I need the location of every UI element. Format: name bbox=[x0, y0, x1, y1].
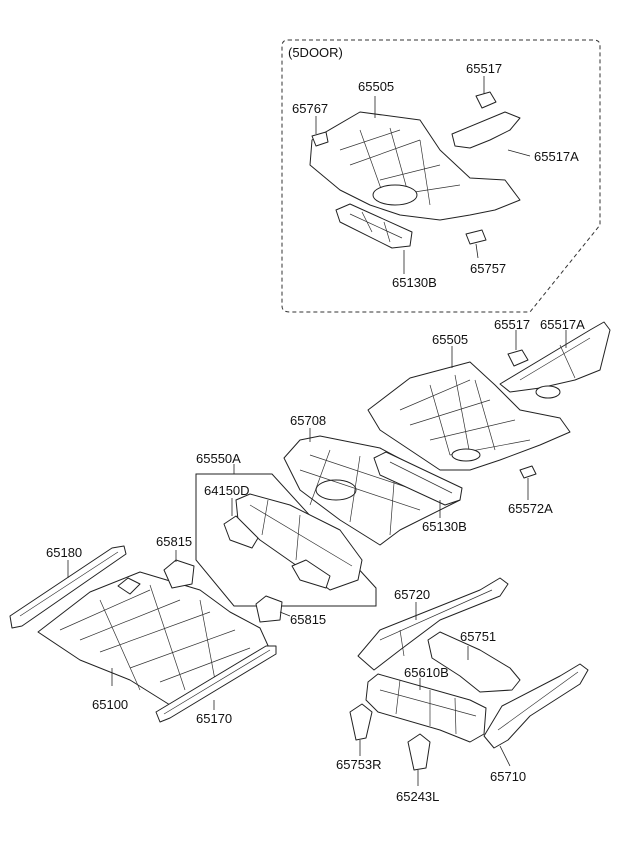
label-65767[interactable]: 65767 bbox=[292, 101, 329, 116]
crossmember-65517A-mid[interactable] bbox=[499, 321, 611, 399]
center-floor-65708[interactable] bbox=[283, 435, 461, 546]
label-65815-b[interactable]: 65815 bbox=[290, 612, 327, 627]
side-sill-65180[interactable] bbox=[9, 545, 127, 629]
label-65753R[interactable]: 65753R bbox=[336, 757, 382, 772]
label-65517A-top[interactable]: 65517A bbox=[534, 149, 579, 164]
label-65505-mid[interactable]: 65505 bbox=[432, 332, 469, 347]
label-65815-a[interactable]: 65815 bbox=[156, 534, 193, 549]
label-65517-mid[interactable]: 65517 bbox=[494, 317, 531, 332]
label-65130B-mid[interactable]: 65130B bbox=[422, 519, 467, 534]
rear-floor-pan-5door[interactable] bbox=[309, 111, 521, 221]
leader-lines bbox=[67, 76, 567, 786]
bracket-65753R[interactable] bbox=[349, 703, 373, 741]
label-65550A[interactable]: 65550A bbox=[196, 451, 241, 466]
label-65710[interactable]: 65710 bbox=[490, 769, 527, 784]
bracket-65751[interactable] bbox=[427, 631, 521, 693]
side-sill-65170[interactable] bbox=[155, 645, 277, 723]
label-65100[interactable]: 65100 bbox=[92, 697, 129, 712]
label-65572A[interactable]: 65572A bbox=[508, 501, 553, 516]
pad-65767[interactable] bbox=[311, 131, 329, 147]
crossmember-65517A-5door[interactable] bbox=[451, 111, 521, 149]
floor-bracket-65517-5door[interactable] bbox=[475, 91, 497, 109]
crossmember-65130B-5door[interactable] bbox=[335, 203, 413, 249]
label-65170[interactable]: 65170 bbox=[196, 711, 233, 726]
label-65720[interactable]: 65720 bbox=[394, 587, 431, 602]
label-65517A-mid[interactable]: 65517A bbox=[540, 317, 585, 332]
front-floor-pan-65100[interactable] bbox=[37, 571, 271, 706]
label-65517-top[interactable]: 65517 bbox=[466, 61, 503, 76]
bracket-65517-mid[interactable] bbox=[507, 349, 529, 367]
side-member-65720[interactable] bbox=[357, 577, 509, 671]
side-member-65710[interactable] bbox=[483, 663, 589, 749]
label-65180[interactable]: 65180 bbox=[46, 545, 83, 560]
rear-floor-pan-65505[interactable] bbox=[367, 361, 571, 471]
bracket-right-64150D[interactable] bbox=[291, 559, 331, 589]
five-door-group-box bbox=[281, 39, 601, 313]
label-65243L[interactable]: 65243L bbox=[396, 789, 440, 804]
five-door-group-title: (5DOOR) bbox=[288, 45, 343, 60]
assembly-frame-65550A bbox=[195, 473, 377, 607]
label-65610B[interactable]: 65610B bbox=[404, 665, 449, 680]
crossmember-65130B-mid[interactable] bbox=[373, 451, 463, 506]
bracket-65815-a[interactable] bbox=[163, 559, 195, 589]
label-64150D[interactable]: 64150D bbox=[204, 483, 250, 498]
bracket-65243L[interactable] bbox=[407, 733, 431, 771]
bracket-left-64150D[interactable] bbox=[223, 515, 259, 549]
bracket-65572A[interactable] bbox=[519, 465, 537, 479]
label-65751[interactable]: 65751 bbox=[460, 629, 497, 644]
label-65130B-top[interactable]: 65130B bbox=[392, 275, 437, 290]
bracket-65815-b[interactable] bbox=[255, 595, 283, 623]
label-65757[interactable]: 65757 bbox=[470, 261, 507, 276]
label-65505-top[interactable]: 65505 bbox=[358, 79, 395, 94]
panel-65610B[interactable] bbox=[365, 673, 487, 743]
label-65708[interactable]: 65708 bbox=[290, 413, 327, 428]
pad-65757[interactable] bbox=[465, 229, 487, 245]
